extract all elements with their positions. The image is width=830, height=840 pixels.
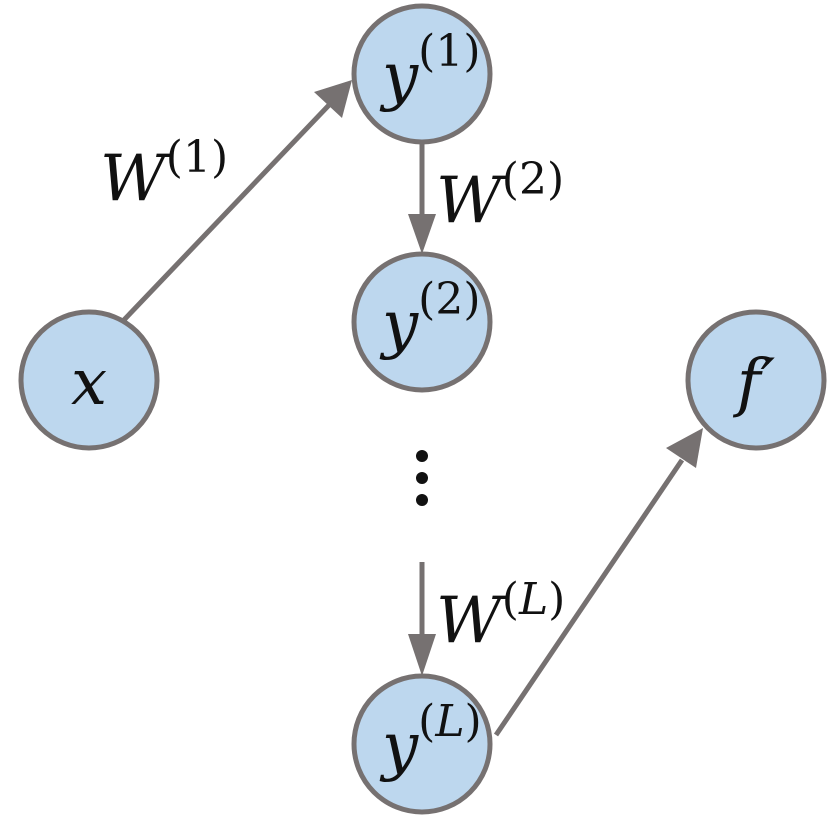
node-yL-sup-close: ): [465, 696, 482, 747]
edge-w1-sup-open: (: [166, 132, 183, 183]
edge-wL-base: W: [436, 584, 507, 658]
node-x-label: x: [71, 346, 107, 420]
node-y2-label: y(2): [379, 274, 481, 362]
node-y2-sup-close: ): [463, 274, 480, 325]
edge-wL-label: W(L): [436, 574, 565, 658]
edge-wL-sup: L: [518, 574, 548, 625]
edge-yL-to-f: [493, 428, 703, 737]
edge-w2-sup: 2: [519, 154, 547, 205]
node-f: f′: [685, 309, 827, 451]
node-yL: y(L): [351, 673, 493, 815]
edge-w2-sup-open: (: [502, 154, 519, 205]
node-y2: y(2): [351, 251, 493, 393]
node-y2-sup: 2: [435, 274, 463, 325]
node-y1-sup-close: ): [463, 26, 480, 77]
node-yL-label: y(L): [379, 696, 482, 784]
edge-w1-label: W(1): [100, 132, 228, 216]
node-y1-base: y: [379, 40, 419, 114]
edge-w2-base: W: [436, 164, 507, 238]
edge-wL-sup-open: (: [502, 574, 519, 625]
node-yL-sup: L: [434, 696, 464, 747]
node-y2-sup-open: (: [418, 274, 435, 325]
edge-w1-sup: 1: [183, 132, 211, 183]
edge-w1-base: W: [100, 142, 171, 216]
node-y1-sup: 1: [435, 26, 463, 77]
node-y1: y(1): [351, 3, 493, 145]
edge-wL-sup-close: ): [548, 574, 565, 625]
edge-w2-sup-close: ): [547, 154, 564, 205]
edge-w1-sup-close: ): [211, 132, 228, 183]
node-f-label: f′: [733, 346, 776, 420]
node-y2-base: y: [379, 288, 419, 362]
node-x: x: [18, 309, 160, 451]
edge-x-to-y1: [120, 80, 352, 324]
node-y1-sup-open: (: [418, 26, 435, 77]
node-yL-sup-open: (: [418, 696, 435, 747]
edge-dots-to-yL: [408, 562, 436, 676]
vertical-ellipsis-icon: [416, 450, 428, 506]
node-yL-base: y: [379, 710, 419, 784]
node-y1-label: y(1): [379, 26, 481, 114]
edge-y1-to-y2: [408, 142, 436, 254]
edge-w2-label: W(2): [436, 154, 564, 238]
